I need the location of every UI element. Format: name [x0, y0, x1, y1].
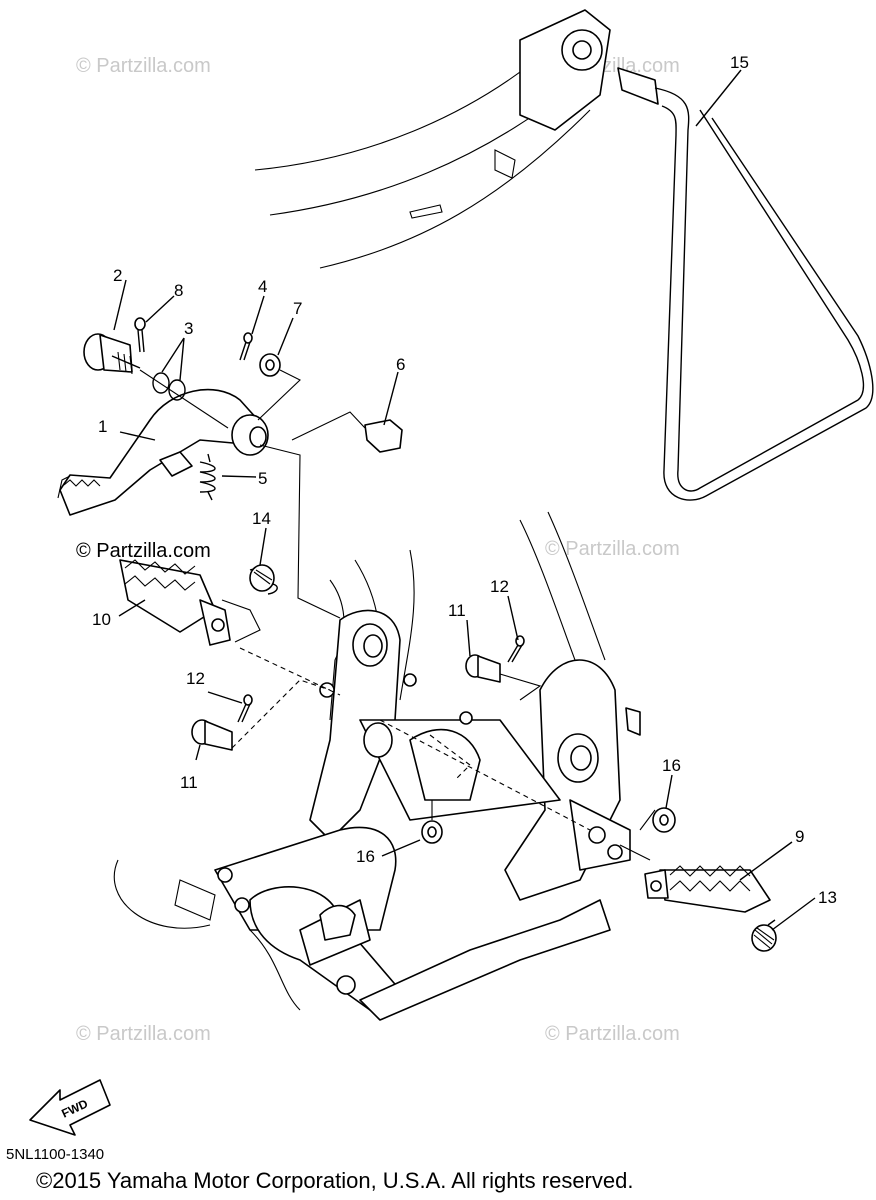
spring-part-14[interactable]	[249, 564, 278, 595]
bolt-part-11-lower[interactable]	[191, 719, 233, 751]
cotter-pin-part-8[interactable]	[134, 317, 146, 353]
callout-11-lower: 11	[180, 773, 198, 792]
callout-5: 5	[258, 469, 267, 488]
o-rings-part-3[interactable]	[152, 372, 186, 401]
callout-12-upper: 12	[490, 577, 509, 596]
watermark: © Partzilla.com	[545, 538, 680, 560]
washer-part-16-left[interactable]	[421, 820, 443, 844]
callout-3: 3	[184, 319, 193, 338]
return-spring-part-5[interactable]	[199, 453, 216, 501]
lower-frame-cradle	[113, 826, 611, 1021]
brake-pedal-part-1[interactable]	[57, 388, 269, 516]
watermark: © Partzilla.com	[545, 1023, 680, 1045]
callout-10: 10	[92, 610, 111, 629]
watermark: © Partzilla.com	[76, 1023, 211, 1045]
cotter-pin-part-12-lower[interactable]	[237, 694, 253, 723]
callout-11-upper: 11	[448, 601, 466, 620]
pin-part-6[interactable]	[364, 419, 403, 453]
washer-part-7[interactable]	[259, 353, 281, 377]
main-frame	[309, 511, 641, 901]
upper-frame-rail	[254, 9, 611, 269]
callout-4: 4	[258, 277, 267, 296]
callout-9: 9	[795, 827, 804, 846]
callout-6: 6	[396, 355, 405, 374]
callout-13: 13	[818, 888, 837, 907]
spring-part-13[interactable]	[751, 919, 777, 952]
callout-12-lower: 12	[186, 669, 205, 688]
callout-8: 8	[174, 281, 183, 300]
footrest-part-10[interactable]	[119, 559, 231, 646]
footrest-part-9[interactable]	[644, 865, 771, 913]
callout-16-left: 16	[356, 847, 375, 866]
watermark: © Partzilla.com	[76, 55, 211, 77]
watermark-overlay: © Partzilla.com	[76, 540, 211, 562]
diagram-code: 5NL1100-1340	[6, 1146, 104, 1163]
leader-lines	[113, 69, 816, 931]
washer-part-16-right[interactable]	[652, 807, 676, 833]
callout-7: 7	[293, 299, 302, 318]
pivot-bolt-part-2[interactable]	[83, 333, 141, 375]
callout-1: 1	[98, 417, 107, 436]
copyright-notice: ©2015 Yamaha Motor Corporation, U.S.A. A…	[36, 1168, 633, 1193]
stand-part-15[interactable]	[617, 67, 874, 501]
fwd-arrow: FWD	[29, 1079, 111, 1136]
callout-15: 15	[730, 53, 749, 72]
cotter-pin-part-4[interactable]	[239, 332, 253, 361]
callout-labels: 1 2 3 4 5 6 7 8 9 10 11 11 12 12 13 14 1…	[92, 53, 837, 907]
cotter-pin-part-12-upper[interactable]	[507, 635, 525, 663]
callout-16-right: 16	[662, 756, 681, 775]
callout-14: 14	[252, 509, 271, 528]
callout-2: 2	[113, 266, 122, 285]
bolt-part-11-upper[interactable]	[465, 654, 501, 683]
